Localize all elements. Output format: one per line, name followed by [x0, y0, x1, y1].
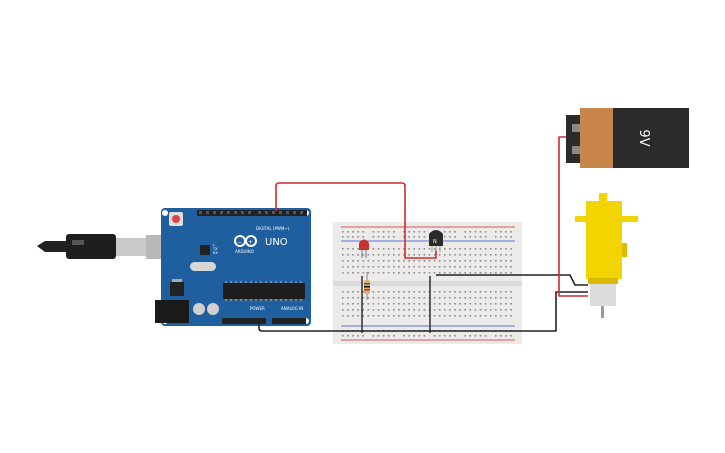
brand-label: ARDUINO — [235, 249, 254, 254]
npn-transistor[interactable]: N — [429, 230, 443, 252]
wires — [258, 136, 588, 333]
motor-body — [590, 284, 616, 306]
wire-signal-red — [275, 182, 437, 259]
wire-ground-black — [258, 291, 588, 332]
resistor[interactable] — [364, 272, 370, 300]
battery-terminal-cap — [566, 115, 580, 163]
analog-label: ANALOG IN — [281, 306, 303, 311]
wire-battery-red — [558, 136, 588, 297]
usb-cable[interactable] — [37, 234, 168, 259]
analog-header — [272, 318, 306, 324]
power-header — [222, 318, 266, 324]
power-label: POWER — [250, 306, 265, 311]
voltage-regulator — [170, 282, 184, 296]
arduino-logo: − + — [234, 235, 257, 247]
dc-gear-motor[interactable] — [575, 193, 638, 318]
svg-text:−: − — [237, 239, 242, 246]
capacitor — [207, 303, 219, 315]
led-label-rx: RX — [213, 251, 218, 255]
transistor-label: N — [433, 239, 437, 245]
led-label-tx: TX — [212, 247, 218, 251]
motor-gearbox — [586, 201, 622, 279]
crystal — [190, 262, 216, 271]
battery-9v[interactable]: 9V — [566, 108, 689, 168]
digital-label: DIGITAL (PWM~) — [256, 226, 290, 231]
motor-shaft — [601, 306, 604, 318]
red-led[interactable] — [359, 239, 369, 259]
led-label-l: L — [213, 243, 215, 247]
model-label: UNO — [265, 237, 288, 248]
battery-label: 9V — [636, 129, 651, 146]
digital-header — [197, 210, 307, 216]
power-jack[interactable] — [155, 300, 189, 323]
atmega-chip — [223, 283, 305, 299]
capacitor — [193, 303, 205, 315]
svg-text:+: + — [248, 239, 253, 246]
arduino-uno-board[interactable]: DIGITAL (PWM~) L TX RX − + UNO ARDUINO — [155, 208, 311, 326]
usb-chip — [200, 245, 210, 255]
wire-motor-black — [436, 274, 588, 286]
